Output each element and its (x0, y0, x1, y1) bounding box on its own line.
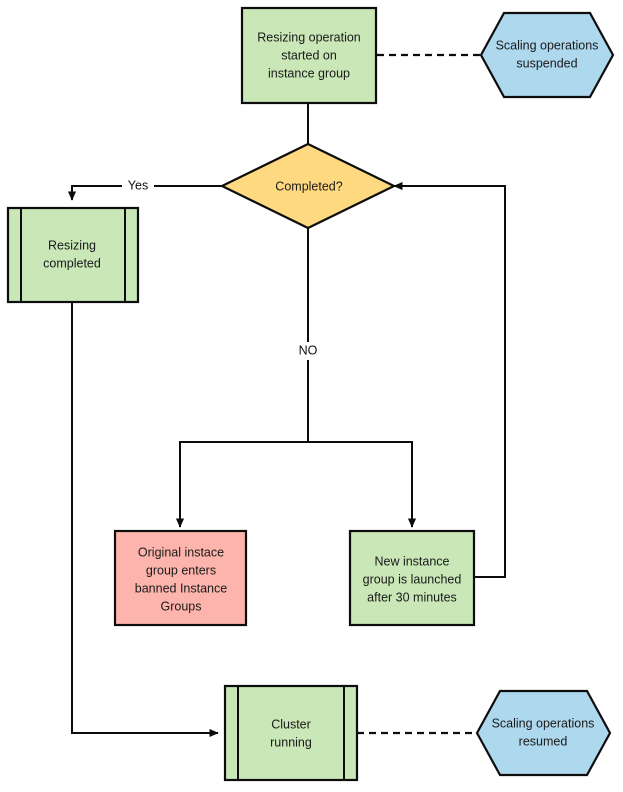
node-resizing-started[interactable]: Resizing operation started on instance g… (240, 6, 378, 105)
node-original-group-banned[interactable]: Original instace group enters banned Ins… (113, 529, 248, 627)
node-completed-decision[interactable]: Completed? (219, 142, 397, 230)
resizing-started-line-3: instance group (268, 66, 350, 80)
node-scaling-resumed[interactable]: Scaling operations resumed (475, 689, 612, 777)
resizing-started-line-2: started on (281, 48, 337, 62)
new-group-launched-line-1: New instance (374, 554, 449, 568)
original-group-banned-shape[interactable] (113, 529, 248, 627)
original-group-banned-line-4: Groups (161, 599, 202, 613)
edge-completed-to-cluster (71, 302, 219, 738)
edge-decision-no-right (308, 441, 417, 528)
resizing-completed-line-2: completed (43, 256, 101, 270)
edge-layer (67, 53, 506, 738)
resizing-started-line-1: Resizing operation (257, 30, 361, 44)
new-group-launched-line-2: group is launched (363, 572, 462, 586)
node-resizing-completed[interactable]: Resizing completed (6, 206, 140, 304)
edge-decision-yes (67, 185, 228, 201)
edge-label-layer: Yes NO (122, 177, 324, 360)
cluster-running-line-2: running (270, 735, 312, 749)
original-group-banned-line-3: banned Instance (135, 581, 227, 595)
cluster-running-shape[interactable] (223, 684, 359, 782)
scaling-suspended-line-2: suspended (516, 56, 577, 70)
node-new-group-launched[interactable]: New instance group is launched after 30 … (348, 529, 476, 627)
no-label-backdrop (293, 342, 324, 360)
edge-relaunch-feedback (393, 181, 506, 578)
yes-label-backdrop (122, 177, 154, 195)
scaling-resumed-line-2: resumed (519, 734, 568, 748)
cluster-running-line-1: Cluster (271, 717, 311, 731)
edge-decision-no-left (175, 441, 308, 528)
completed-decision-label: Completed? (275, 179, 342, 193)
original-group-banned-line-1: Original instace (138, 545, 224, 559)
completed-decision-shape[interactable] (219, 142, 397, 230)
original-group-banned-line-2: group enters (146, 563, 216, 577)
scaling-resumed-line-1: Scaling operations (492, 716, 595, 730)
new-group-launched-line-3: after 30 minutes (367, 590, 457, 604)
resizing-completed-line-1: Resizing (48, 238, 96, 252)
edge-label-yes: Yes (128, 178, 148, 192)
new-group-launched-shape[interactable] (348, 529, 476, 627)
resizing-completed-shape[interactable] (6, 206, 140, 304)
edge-label-no: NO (299, 343, 318, 357)
scaling-resumed-shape[interactable] (475, 689, 612, 777)
scaling-suspended-shape[interactable] (479, 11, 615, 99)
node-scaling-suspended[interactable]: Scaling operations suspended (479, 11, 615, 99)
node-cluster-running[interactable]: Cluster running (223, 684, 359, 782)
resizing-started-shape[interactable] (240, 6, 378, 105)
scaling-suspended-line-1: Scaling operations (496, 38, 599, 52)
